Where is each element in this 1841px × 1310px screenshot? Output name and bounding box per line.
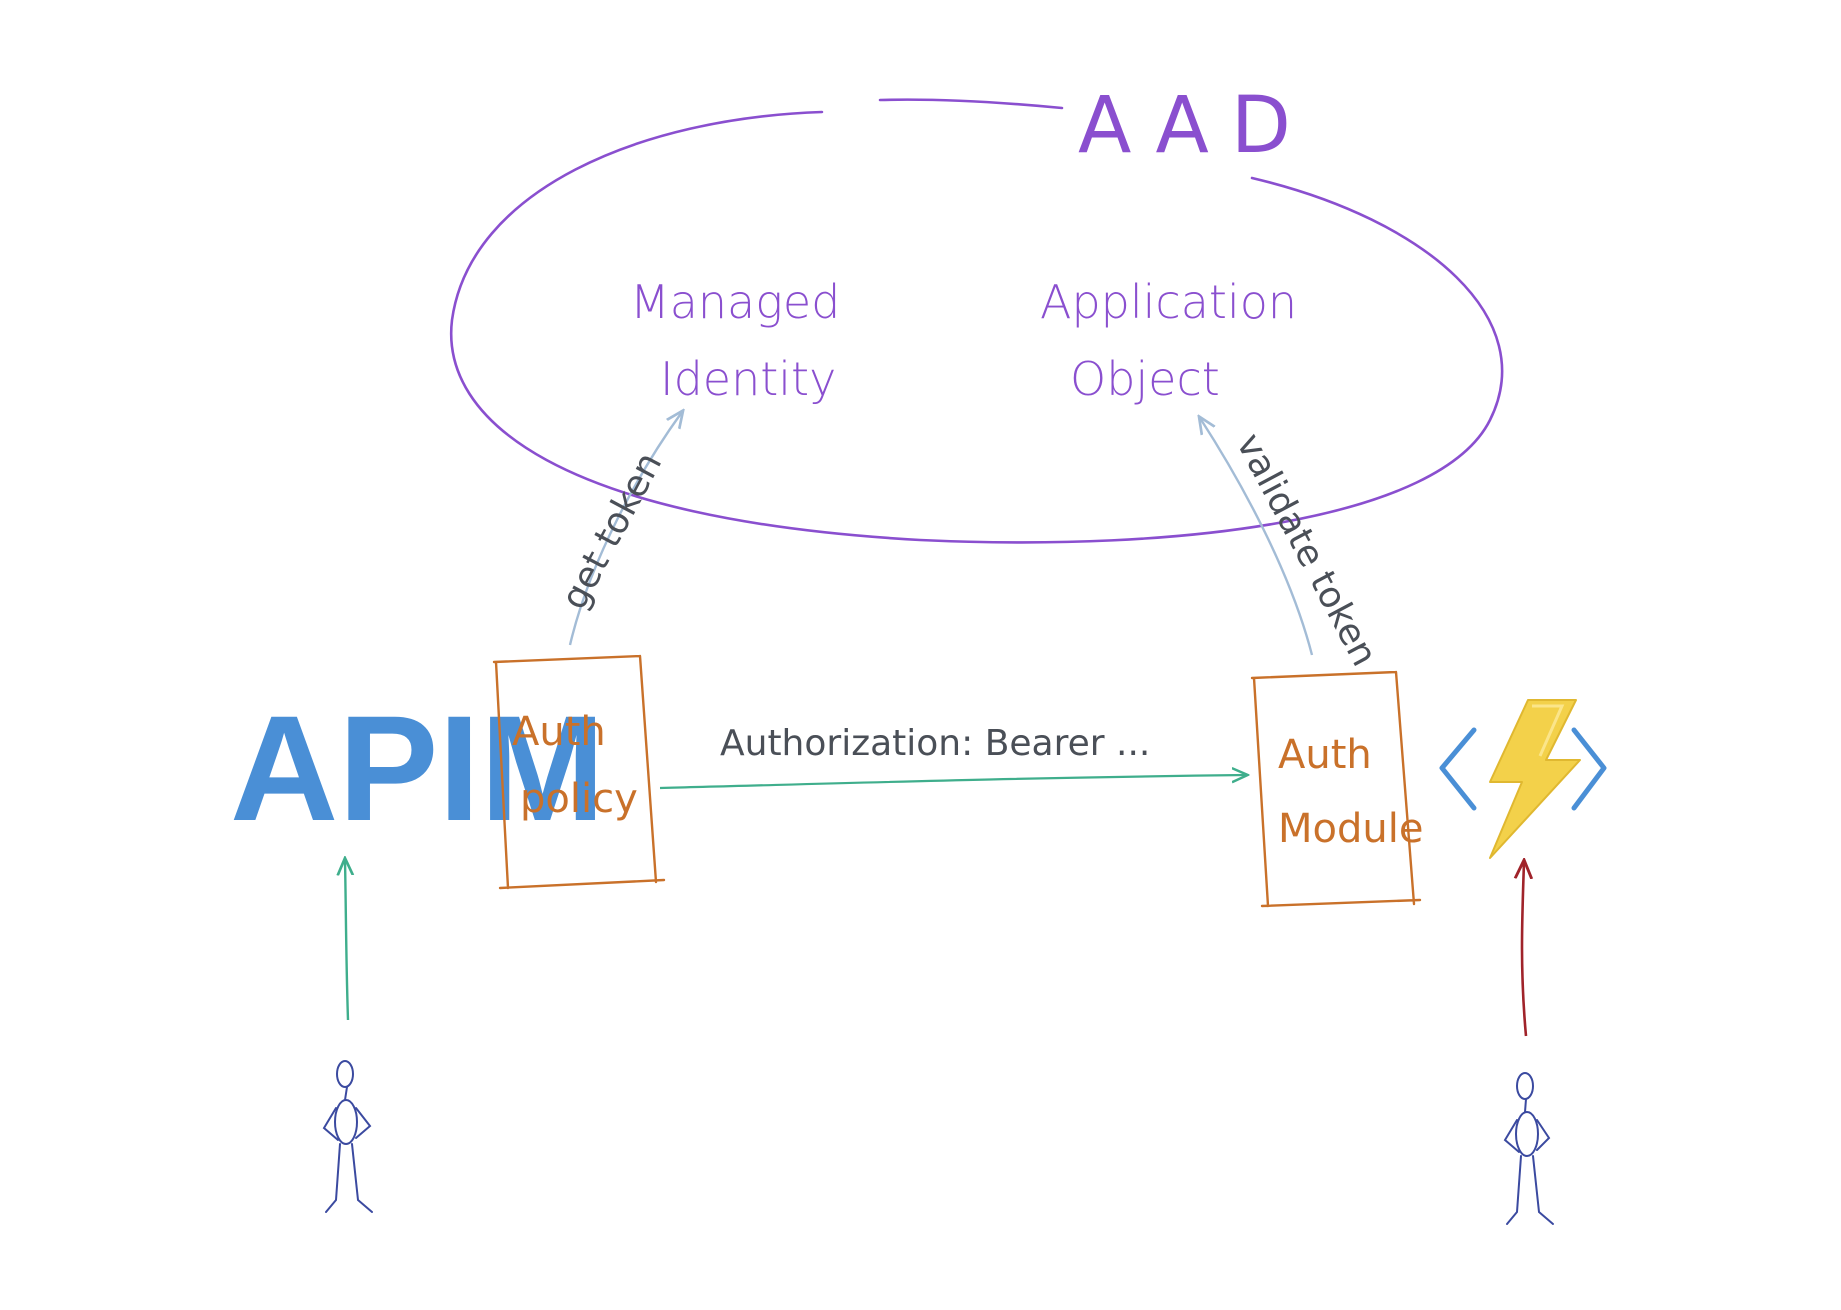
application-object-line2: Object xyxy=(1070,352,1220,406)
auth-policy-line2: policy xyxy=(520,776,638,822)
aad-boundary xyxy=(449,98,1504,544)
validate-token-arrow xyxy=(1200,418,1314,656)
managed-identity-node: Managed Identity xyxy=(630,275,840,406)
stick-figure-icon xyxy=(1503,1072,1554,1225)
user-to-apim-arrow xyxy=(345,860,348,1021)
user-to-function-arrow xyxy=(1522,862,1526,1037)
auth-module-line2: Module xyxy=(1278,806,1423,852)
azure-function-icon xyxy=(1439,699,1607,859)
auth-policy-line1: Auth xyxy=(512,709,606,755)
application-object-line1: Application xyxy=(1040,275,1297,329)
auth-module-line1: Auth xyxy=(1278,732,1372,778)
get-token-arrow xyxy=(568,412,682,646)
stick-figure-icon xyxy=(322,1060,373,1213)
authorization-label: Authorization: Bearer ... xyxy=(720,723,1150,764)
managed-identity-line1: Managed xyxy=(630,275,840,329)
apim-label: APIM xyxy=(230,684,605,852)
managed-identity-line2: Identity xyxy=(660,352,836,406)
auth-policy-box: Auth policy xyxy=(492,654,666,890)
application-object-node: Application Object xyxy=(1040,275,1297,406)
aad-label: AAD xyxy=(1078,81,1313,171)
auth-module-box: Auth Module xyxy=(1250,670,1423,908)
authorization-arrow xyxy=(659,775,1246,790)
